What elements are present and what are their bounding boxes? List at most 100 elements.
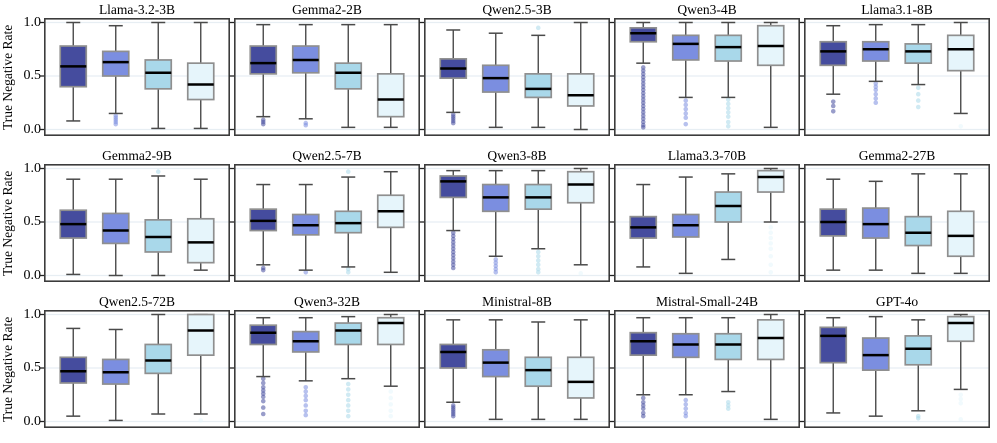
box-rect bbox=[714, 332, 743, 361]
plot-frame bbox=[234, 164, 420, 283]
outlier-point bbox=[640, 100, 646, 106]
box-group-2 bbox=[291, 316, 320, 418]
outlier-point bbox=[683, 106, 689, 112]
plot-frame bbox=[424, 18, 610, 137]
outlier-point bbox=[303, 393, 309, 399]
boxplot-canvas-qwen2-5-72b bbox=[39, 310, 230, 429]
boxplot-canvas-ministral-8b bbox=[419, 310, 610, 429]
box-rect bbox=[144, 343, 173, 375]
outlier-point bbox=[155, 169, 161, 175]
plot-frame bbox=[44, 310, 230, 429]
outlier-point bbox=[345, 413, 351, 419]
outlier-point bbox=[493, 269, 499, 275]
box-group-1 bbox=[629, 316, 658, 419]
outlier-point bbox=[725, 406, 731, 411]
subplot-llama-3-2-3b: Llama-3.2-3B bbox=[39, 2, 230, 137]
outlier-point bbox=[450, 252, 456, 258]
outlier-point bbox=[345, 381, 351, 387]
outlier-point bbox=[535, 262, 541, 268]
box-rect bbox=[439, 343, 468, 369]
boxplot-canvas-qwen2-5-3b bbox=[419, 18, 610, 137]
outlier-point bbox=[388, 389, 394, 394]
box-rect bbox=[566, 356, 595, 399]
outlier-point bbox=[768, 253, 774, 259]
outlier-point bbox=[958, 396, 964, 402]
outlier-point bbox=[198, 418, 204, 423]
box-group-1 bbox=[249, 183, 278, 273]
subplot-qwen3-4b: Qwen3-4B bbox=[609, 2, 800, 137]
subplot-title: Qwen3-4B bbox=[677, 2, 737, 17]
boxplot-canvas-gpt-4o bbox=[799, 310, 990, 429]
box-rect bbox=[186, 62, 215, 101]
subplot-title: Qwen2.5-3B bbox=[482, 2, 552, 17]
outlier-point bbox=[640, 84, 646, 89]
boxplot-canvas-gemma2-2b bbox=[229, 18, 420, 137]
outlier-point bbox=[915, 98, 921, 103]
outlier-point bbox=[260, 394, 266, 400]
outlier-point bbox=[303, 403, 309, 408]
boxplot-canvas-llama-3-2-3b bbox=[39, 18, 230, 137]
box-group-2 bbox=[861, 23, 890, 106]
box-rect bbox=[946, 34, 975, 72]
outlier-point bbox=[303, 384, 309, 390]
outlier-point bbox=[535, 258, 541, 263]
box-group-4 bbox=[186, 178, 215, 271]
plot-frame bbox=[44, 18, 230, 137]
y-tick-label: 1.0 bbox=[23, 306, 42, 322]
box-group-2 bbox=[101, 178, 130, 277]
box-group-2 bbox=[861, 315, 890, 417]
box-rect bbox=[566, 170, 595, 204]
box-group-3 bbox=[524, 169, 553, 275]
outlier-point bbox=[830, 103, 836, 109]
box-group-1 bbox=[819, 24, 848, 114]
box-group-1 bbox=[819, 316, 848, 414]
subplot-qwen2-5-72b: Qwen2.5-72B bbox=[39, 294, 230, 429]
outlier-point bbox=[683, 410, 689, 416]
box-group-2 bbox=[481, 169, 510, 275]
outlier-point bbox=[640, 68, 646, 73]
boxplot-canvas-llama3-3-70b bbox=[609, 164, 800, 283]
box-group-4 bbox=[186, 21, 215, 130]
box-group-3 bbox=[334, 169, 363, 275]
outlier-point bbox=[113, 121, 119, 127]
subplot-qwen3-32b: Qwen3-32B bbox=[229, 294, 420, 429]
outlier-point bbox=[915, 91, 921, 97]
outlier-point bbox=[388, 413, 394, 419]
outlier-point bbox=[640, 399, 646, 405]
box-group-2 bbox=[101, 24, 130, 127]
outlier-point bbox=[640, 403, 646, 408]
subplot-title: Mistral-Small-24B bbox=[656, 294, 758, 309]
outlier-point bbox=[303, 269, 309, 275]
outlier-point bbox=[535, 253, 541, 259]
outlier-point bbox=[345, 403, 351, 408]
box-group-4 bbox=[186, 313, 215, 423]
box-group-3 bbox=[144, 21, 173, 130]
outlier-point bbox=[450, 265, 456, 271]
outlier-point bbox=[535, 25, 541, 31]
box-group-3 bbox=[524, 25, 553, 129]
outlier-point bbox=[958, 392, 964, 398]
boxplot-canvas-qwen2-5-7b bbox=[229, 164, 420, 283]
outlier-point bbox=[768, 241, 774, 246]
subplot-title: Qwen2.5-72B bbox=[98, 294, 176, 309]
outlier-point bbox=[303, 408, 309, 414]
outlier-point bbox=[768, 262, 774, 268]
plot-frame bbox=[804, 18, 990, 137]
y-tick-label: 0.0 bbox=[23, 413, 42, 429]
subplot-gemma2-9b: Gemma2-9B bbox=[39, 148, 230, 283]
outlier-point bbox=[260, 388, 266, 393]
outlier-point bbox=[450, 262, 456, 268]
subplot-title: Llama-3.2-3B bbox=[98, 2, 176, 17]
box-group-2 bbox=[671, 316, 700, 419]
box-rect bbox=[861, 40, 890, 62]
outlier-point bbox=[873, 84, 879, 89]
outlier-point bbox=[640, 74, 646, 80]
outlier-point bbox=[493, 260, 499, 265]
box-group-3 bbox=[714, 21, 743, 129]
outlier-point bbox=[345, 269, 351, 275]
outlier-point bbox=[725, 105, 731, 111]
outlier-point bbox=[450, 236, 456, 242]
box-group-4 bbox=[376, 170, 405, 274]
boxplot-canvas-gemma2-9b bbox=[39, 164, 230, 283]
